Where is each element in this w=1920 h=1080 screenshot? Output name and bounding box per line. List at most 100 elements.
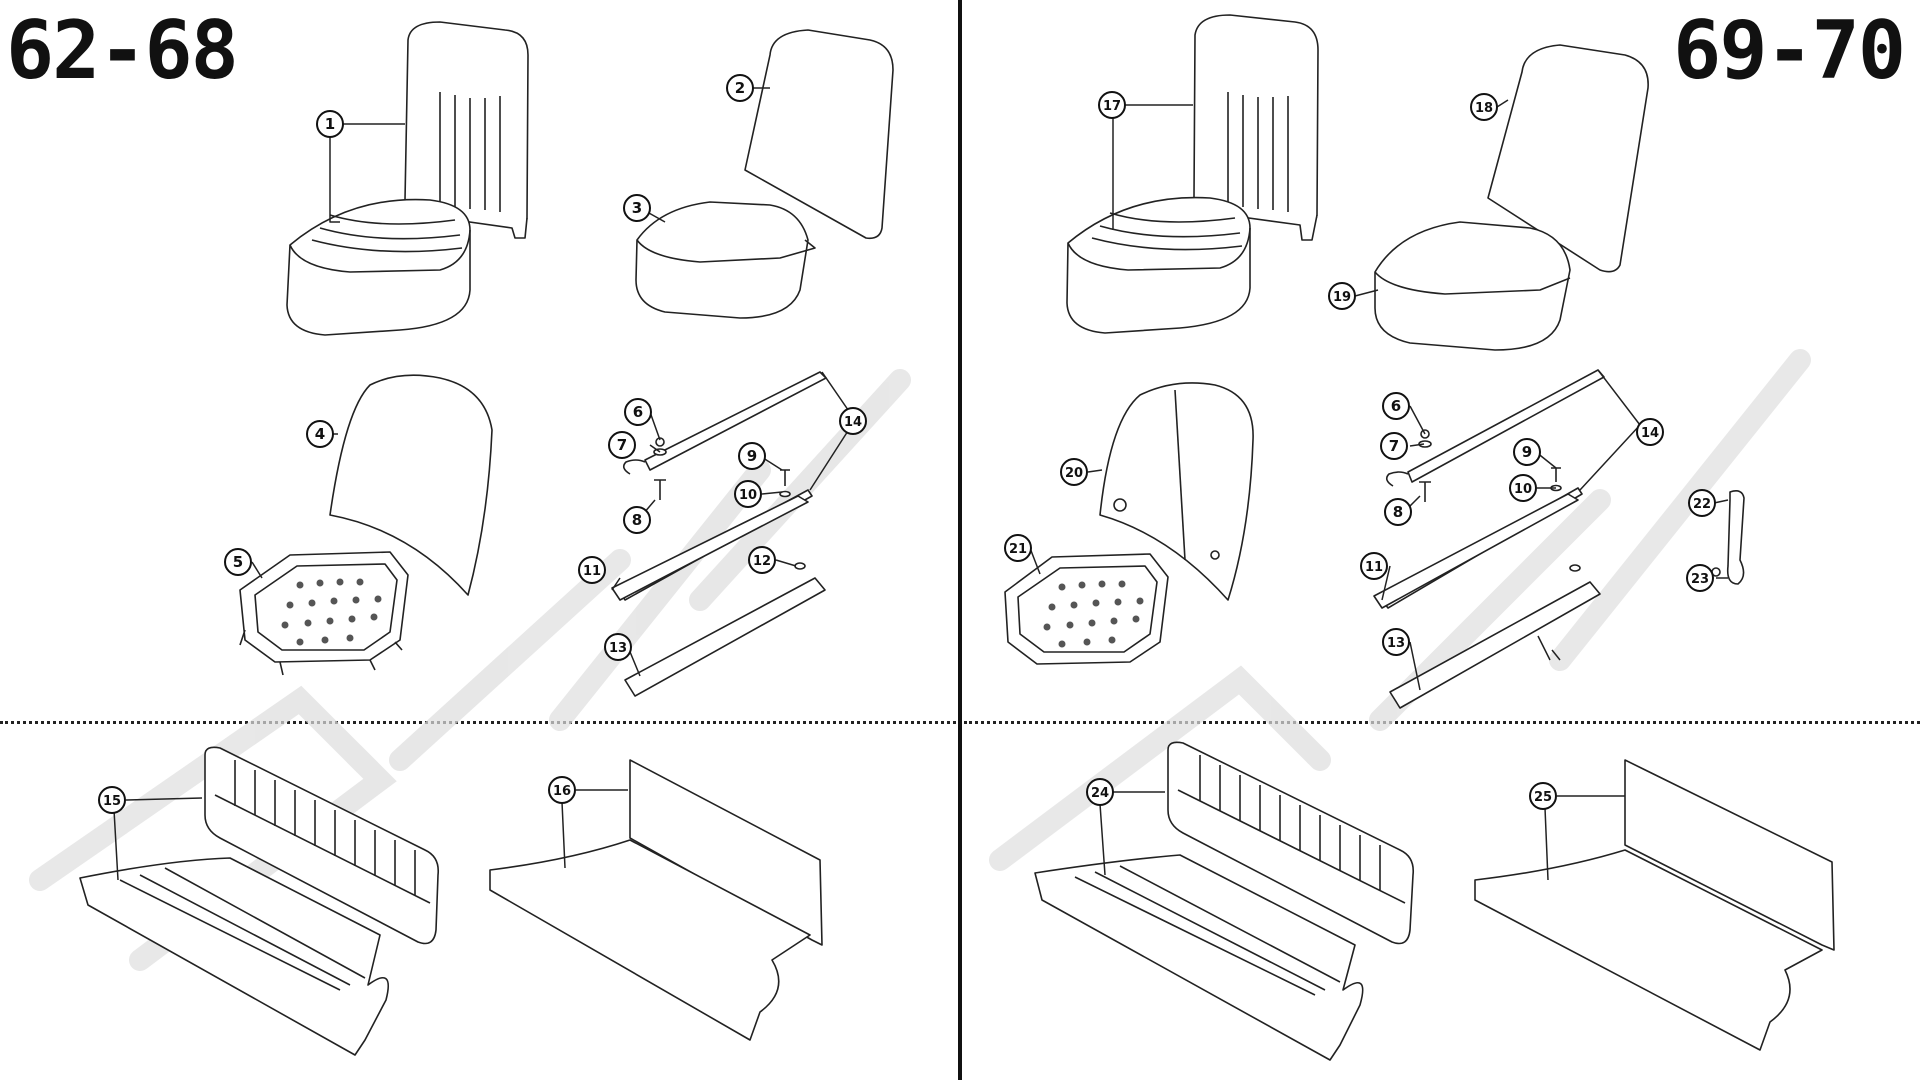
callout-circle [1380,432,1408,460]
callout-number: 14 [844,415,862,430]
callout-left-15: 15 [98,786,126,814]
callout-circle [623,194,651,222]
callout-number: 13 [609,641,627,656]
callout-number: 1 [325,115,335,133]
callout-number: 25 [1534,790,1552,805]
callout-right-17: 17 [1098,91,1126,119]
callout-number: 4 [315,425,325,443]
callout-circle [1382,392,1410,420]
callout-circle [98,786,126,814]
callout-number: 18 [1475,101,1493,116]
part-6-8-hardware [653,437,806,570]
part-20-back-panel [1099,382,1254,601]
callout-right-22: 22 [1688,489,1716,517]
part-11-runner-bar [611,495,809,601]
part-22-23-handle [1711,490,1745,585]
callout-number: 9 [1522,443,1532,461]
callout-right-7: 7 [1380,432,1408,460]
callout-circle [1529,782,1557,810]
dotted-divider-left [0,721,956,724]
part-5-seat-spring-base [239,551,409,676]
callout-right-6: 6 [1382,392,1410,420]
callout-right-11: 11 [1360,552,1388,580]
callout-circle [839,407,867,435]
callout-circle [608,431,636,459]
callout-number: 23 [1691,572,1709,587]
callout-number: 3 [632,199,642,217]
callout-circle [1688,489,1716,517]
callout-left-8: 8 [623,506,651,534]
callout-circle [1360,552,1388,580]
callout-number: 9 [747,447,757,465]
callout-left-13: 13 [604,633,632,661]
callout-number: 2 [735,79,745,97]
callout-right-18: 18 [1470,93,1498,121]
part-14-seat-runner-upper-right [1385,369,1605,487]
vertical-divider [958,0,962,1080]
callout-left-5: 5 [224,548,252,576]
part-2-seat-back-shell [744,29,894,240]
part-13-base-bar-right [1389,581,1601,709]
callout-left-16: 16 [548,776,576,804]
callout-circle [1509,474,1537,502]
callout-number: 21 [1009,542,1027,557]
part-15-rear-bench-seat [79,746,440,1056]
callout-number: 10 [1514,482,1532,497]
callout-circle [1086,778,1114,806]
callout-left-2: 2 [726,74,754,102]
callout-circle [604,633,632,661]
callout-circle [1636,418,1664,446]
callout-right-9: 9 [1513,438,1541,466]
dotted-divider-right [964,721,1920,724]
callout-circle [578,556,606,584]
part-3-cushion-foam [635,201,816,319]
callout-number: 11 [583,564,601,579]
part-1-seat-cushion [286,198,471,336]
callout-left-12: 12 [748,546,776,574]
callout-circle [1382,628,1410,656]
callout-circle [1328,282,1356,310]
callout-right-10: 10 [1509,474,1537,502]
callout-number: 8 [632,511,642,529]
callout-number: 7 [1389,437,1399,455]
callout-left-4: 4 [306,420,334,448]
callout-circle [623,506,651,534]
callout-number: 19 [1333,290,1351,305]
callout-number: 20 [1065,466,1083,481]
callout-circle [1513,438,1541,466]
callout-number: 5 [233,553,243,571]
callout-circle [1098,91,1126,119]
callout-number: 15 [103,794,121,809]
callout-left-6: 6 [624,398,652,426]
callout-right-19: 19 [1328,282,1356,310]
callout-number: 10 [739,488,757,503]
watermark-graphic [29,349,1811,971]
callout-number: 12 [753,554,771,569]
callout-right-24: 24 [1086,778,1114,806]
callout-number: 16 [553,784,571,799]
callout-circle [548,776,576,804]
callout-left-1: 1 [316,110,344,138]
callout-circle [734,480,762,508]
callout-left-9: 9 [738,442,766,470]
era-label-left: 62-68 [6,4,239,97]
callout-number: 24 [1091,786,1109,801]
part-17-seat-cushion [1066,196,1251,334]
callout-circle [624,398,652,426]
callout-left-14: 14 [839,407,867,435]
leader-lines [113,87,1729,881]
part-13-base-bar [624,577,826,697]
part-6-8-hardware-right [1418,429,1581,572]
part-4-back-panel [329,374,493,596]
callout-circle [306,420,334,448]
callout-number: 6 [633,403,643,421]
callout-circle [224,548,252,576]
callout-number: 13 [1387,636,1405,651]
callout-right-25: 25 [1529,782,1557,810]
callout-right-20: 20 [1060,458,1088,486]
callout-right-8: 8 [1384,498,1412,526]
era-label-right: 69-70 [1673,4,1906,97]
